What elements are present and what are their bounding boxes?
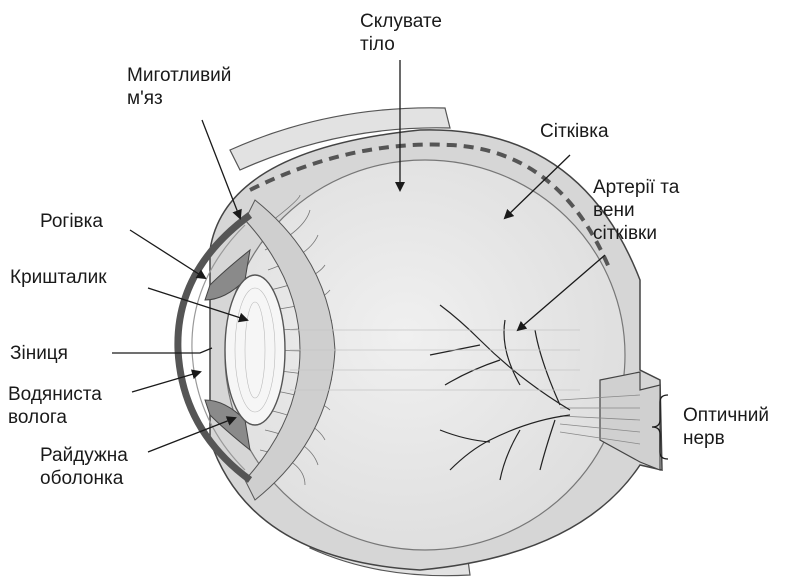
lens — [225, 275, 285, 425]
leader-pupil — [112, 348, 212, 353]
label-ciliary-muscle: Миготливий м'яз — [127, 64, 231, 110]
label-vitreous: Склувате тіло — [360, 10, 442, 56]
leader-ciliary — [202, 120, 240, 218]
label-iris: Райдужна оболонка — [40, 444, 128, 490]
leader-cornea — [130, 230, 205, 278]
label-retina: Сітківка — [540, 120, 609, 143]
label-retinal-vessels: Артерії та вени сітківки — [593, 176, 679, 245]
label-aqueous-humor: Водяниста волога — [8, 383, 102, 429]
label-cornea: Рогівка — [40, 210, 103, 233]
label-lens: Кришталик — [10, 266, 107, 289]
label-optic-nerve: Оптичний нерв — [683, 404, 769, 450]
label-pupil: Зіниця — [10, 342, 68, 365]
leader-aqueous — [132, 372, 200, 392]
